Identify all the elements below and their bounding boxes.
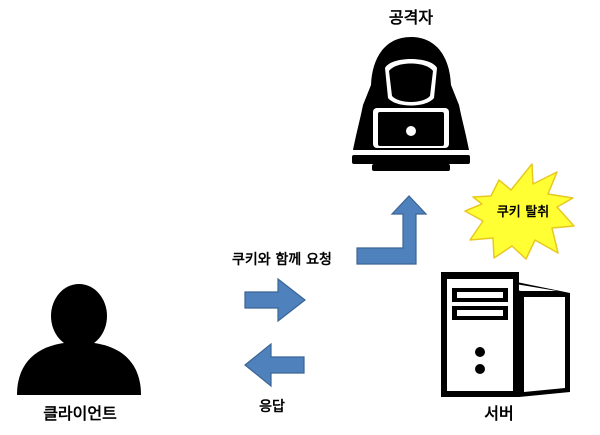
response-arrow-left [244,342,305,388]
server-tower-icon [441,272,570,397]
person-silhouette-icon [17,284,141,395]
request-arrow-right [244,277,306,323]
attacker-label: 공격자 [389,8,433,27]
server-label: 서버 [484,404,513,423]
hooded-hacker-laptop-icon [352,37,470,171]
response-label: 응답 [259,398,285,415]
bent-arrow-to-attacker [356,195,428,265]
theft-label: 쿠키 탈취 [497,204,549,220]
client-label: 클라이언트 [43,404,117,423]
burst-shape [464,163,575,260]
request-label: 쿠키와 함께 요청 [232,251,332,268]
